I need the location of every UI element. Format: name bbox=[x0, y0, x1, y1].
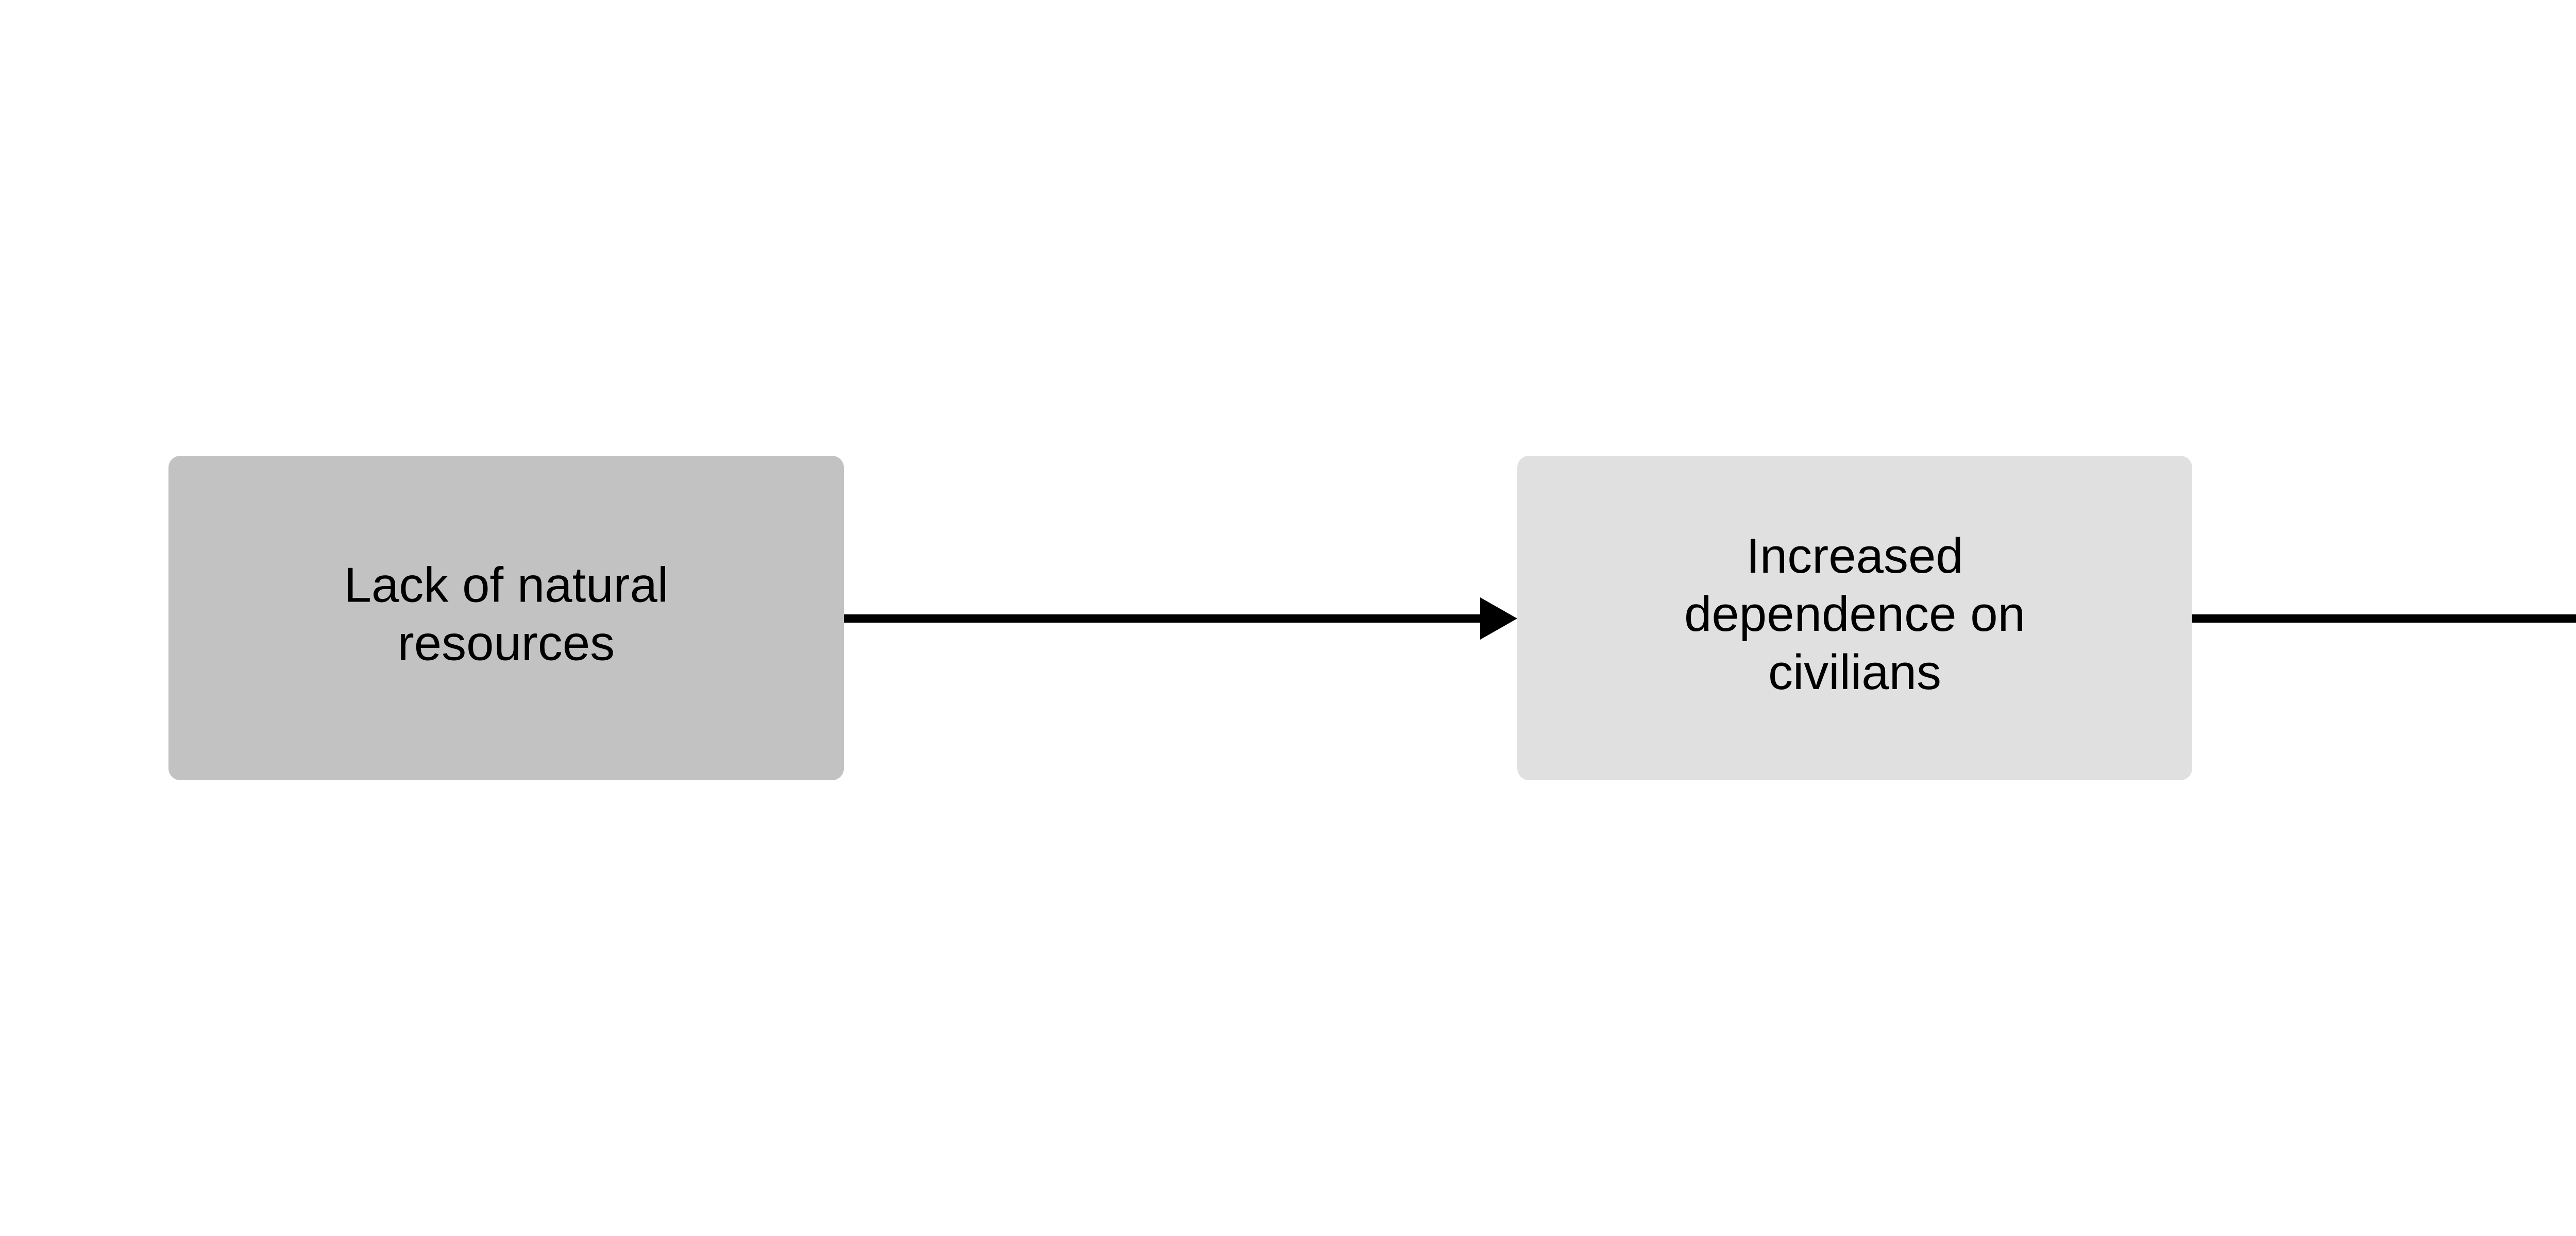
node-label-line: dependence on bbox=[1684, 587, 2025, 642]
node-label-line: Increased bbox=[1746, 528, 1963, 583]
node-shape bbox=[1517, 456, 2192, 780]
node-label-line: resources bbox=[398, 616, 615, 671]
arrowhead-icon bbox=[1480, 597, 1517, 640]
node-label-line: Lack of natural bbox=[344, 558, 669, 613]
node-label-line: civilians bbox=[1768, 645, 1941, 700]
edge-n1-to-n2[interactable] bbox=[844, 597, 1517, 640]
node-shape bbox=[168, 456, 844, 780]
edge-n2-to-n3[interactable] bbox=[2192, 597, 2576, 640]
